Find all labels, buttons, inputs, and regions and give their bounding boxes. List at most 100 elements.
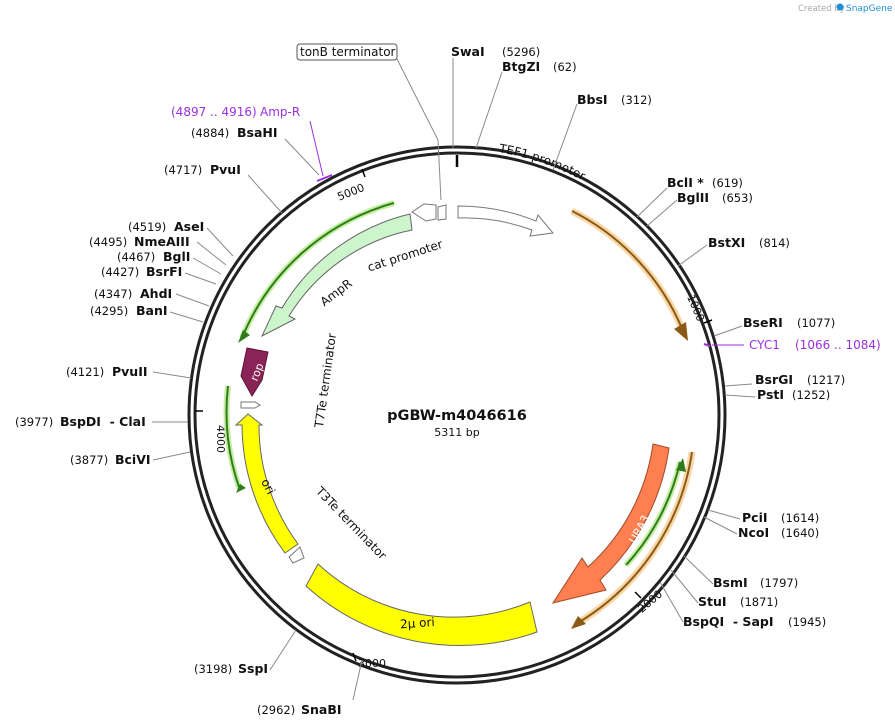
enzyme-label-asei: (4519) AseI: [128, 219, 204, 234]
enzyme-label-btgzi: BtgZI (62): [502, 59, 577, 74]
label-t3te-terminator: T3Te terminator: [312, 483, 389, 562]
svg-text:PstI: PstI: [757, 387, 784, 402]
enzyme-label-bcli: BclI * (619): [667, 175, 743, 190]
svg-text:SwaI: SwaI: [451, 44, 485, 59]
primer-amp-r-range: (4897 .. 4916): [171, 105, 257, 119]
feature-cyc1-region-arrow: [571, 451, 696, 629]
tick-1000: [703, 319, 713, 324]
primer-cyc1-range: (1066 .. 1084): [795, 338, 881, 352]
svg-text:(3877): (3877): [70, 453, 108, 467]
feature-rop: [240, 347, 269, 397]
primer-cyc1-name: CYC1: [749, 338, 780, 352]
svg-text:PciI: PciI: [742, 510, 768, 525]
tick-label-3000: 3000: [358, 657, 386, 670]
label-ori: ori: [258, 476, 278, 496]
enzyme-label-ahdi: (4347) AhdI: [94, 286, 172, 301]
enzyme-label-pcii: PciI (1614): [742, 510, 819, 525]
svg-text:BanI: BanI: [136, 303, 168, 318]
backbone-inner: [193, 151, 721, 679]
feature-tef1-region-arrow: [570, 207, 688, 341]
label-tonb-terminator: tonB terminator: [300, 45, 396, 59]
svg-text:(4884): (4884): [191, 126, 229, 140]
svg-text:AseI: AseI: [174, 219, 204, 234]
feature-t3te-terminator: [288, 546, 305, 564]
svg-text:BspQI - SapI: BspQI - SapI: [683, 614, 773, 629]
tick-5000: [361, 168, 366, 178]
enzyme-label-pvui: (4717) PvuI: [164, 162, 241, 177]
tonb-terminator-callout: [296, 43, 398, 61]
plasmid-length: 5311 bp: [434, 426, 479, 439]
label-cat-promoter: cat promoter: [366, 237, 445, 274]
svg-text:(1077): (1077): [797, 316, 835, 330]
svg-text:(653): (653): [722, 191, 753, 205]
svg-text:AhdI: AhdI: [140, 286, 172, 301]
feature-ampr: [260, 213, 413, 338]
primer-amp-r-label: (4897 .. 4916) Amp-R: [171, 105, 324, 177]
svg-text:(3198): (3198): [194, 662, 232, 676]
backbone-outer: [187, 145, 727, 685]
svg-text:(4495): (4495): [89, 235, 127, 249]
svg-text:(1640): (1640): [781, 526, 819, 540]
label-t7te-terminator: T7Te terminator: [312, 332, 339, 429]
enzyme-label-nmeaiii: (4495) NmeAIII: [89, 234, 190, 249]
svg-text:BclI *: BclI *: [667, 175, 704, 190]
enzyme-label-ncoi: NcoI (1640): [738, 525, 819, 540]
svg-text:(4519): (4519): [128, 220, 166, 234]
svg-text:BbsI: BbsI: [577, 92, 608, 107]
enzyme-label-bbsi: BbsI (312): [577, 92, 652, 107]
tick-label-4000: 4000: [214, 425, 227, 453]
svg-text:StuI: StuI: [698, 594, 727, 609]
primer-amp-r-mark: [316, 174, 333, 182]
tick-marks: [195, 168, 713, 662]
enzyme-label-snabi: (2962) SnaBI: [257, 702, 342, 717]
label-tef1-promoter: TEF1 promoter: [497, 141, 588, 183]
svg-text:(4121): (4121): [66, 365, 104, 379]
label-ampr: AmpR: [318, 276, 355, 309]
tonb-terminator-leader: [396, 58, 442, 201]
enzyme-leaders: [152, 58, 756, 701]
enzyme-label-bgli: (4467) BglI: [117, 249, 190, 264]
svg-text:BstXI: BstXI: [708, 235, 745, 250]
svg-text:(2962): (2962): [257, 703, 295, 717]
enzyme-label-bani: (4295) BanI: [90, 303, 168, 318]
tick-2000: [634, 591, 642, 599]
enzyme-label-bsrfi: (4427) BsrFI: [101, 264, 182, 279]
enzyme-label-swai: SwaI (5296): [451, 44, 540, 59]
enzyme-label-bglii: BglII (653): [677, 190, 753, 205]
feature-t7te-terminator: [240, 401, 261, 409]
feature-tef1-promoter: [457, 205, 554, 237]
enzyme-label-bseri: BseRI (1077): [743, 315, 835, 330]
svg-text:(312): (312): [621, 93, 652, 107]
enzyme-label-stui: StuI (1871): [698, 594, 778, 609]
svg-text:(4427): (4427): [101, 265, 139, 279]
svg-text:BseRI: BseRI: [743, 315, 783, 330]
svg-text:(1945): (1945): [788, 615, 826, 629]
svg-text:PvuI: PvuI: [210, 162, 241, 177]
svg-text:SspI: SspI: [238, 661, 268, 676]
svg-text:BsaHI: BsaHI: [237, 125, 278, 140]
feature-tonb-terminator: [437, 204, 447, 221]
plasmid-name: pGBW-m4046616: [387, 408, 527, 424]
tick-label-1000: 1000: [684, 293, 707, 324]
svg-text:(3977): (3977): [15, 415, 53, 429]
svg-text:(62): (62): [553, 60, 577, 74]
feature-ori-orf-arrow: [223, 385, 246, 493]
primer-cyc1-mark: [703, 343, 711, 347]
svg-text:BspDI - ClaI: BspDI - ClaI: [60, 414, 146, 429]
svg-text:BglI: BglI: [163, 249, 190, 264]
tick-3000: [352, 652, 357, 662]
feature-2mu-ori: [305, 563, 538, 646]
svg-text:NcoI: NcoI: [738, 525, 769, 540]
credit-text: Created by: [798, 4, 845, 14]
enzyme-label-bcivi: (3877) BciVI: [70, 452, 151, 467]
feature-ura3-orf-arrow: [623, 458, 686, 568]
enzyme-label-bstxi: BstXI (814): [708, 235, 790, 250]
enzyme-label-bsrgi: BsrGI (1217): [755, 372, 845, 387]
svg-text:(4467): (4467): [117, 250, 155, 264]
svg-text:SnaBI: SnaBI: [301, 702, 342, 717]
snapgene-logo-icon: [836, 3, 844, 11]
feature-ori: [234, 413, 299, 554]
svg-text:(5296): (5296): [502, 45, 540, 59]
enzyme-label-sspi: (3198) SspI: [194, 661, 268, 676]
